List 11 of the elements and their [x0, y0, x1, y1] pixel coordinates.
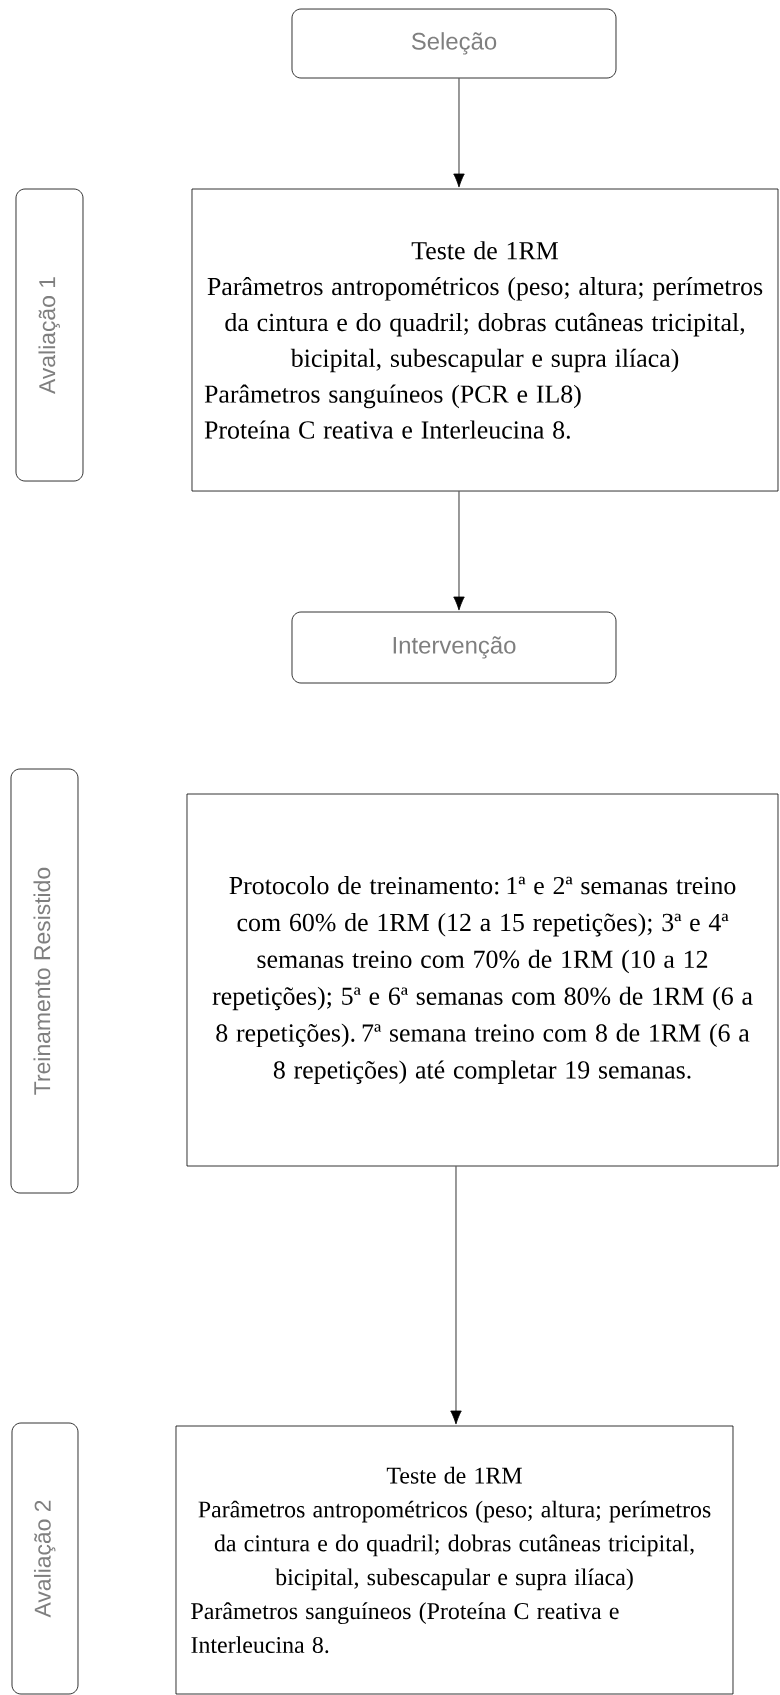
arrow — [453, 491, 465, 611]
arrow — [453, 78, 465, 188]
phase-label-box: Avaliação 2 — [11, 1422, 79, 1695]
phase-label-box: Treinamento Resistido — [10, 768, 79, 1194]
arrow — [450, 1166, 462, 1425]
step-box: Seleção — [291, 8, 617, 79]
content-box: Protocolo de treinamento: 1ª e 2ª semanas treino com 60% de 1RM (12 a 15 repetições); 3ª e 4ª semanas treino com 70% de 1RM (10 a 12 repetições); 5ª e 6ª semanas com 80% de 1RM (6 a 8 repetições). 7ª semana treino com 8 de 1RM (6 a 8 repetições) até completar 19 semanas. — [186, 793, 779, 1167]
content-box: Teste de 1RM Parâmetros antropométricos (peso; altura; perímetros da cintura e do quadril; dobras cutâneas tricipital, bicipital, subescapular e supra ilíaca) Parâmetros sanguíneos (PCR e IL8) Proteína C reativa e Interleucina 8. — [191, 188, 779, 492]
content-box: Teste de 1RM Parâmetros antropométricos (peso; altura; perímetros da cintura e do quadril; dobras cutâneas tricipital, bicipital, subescapular e supra ilíaca) Parâmetros sanguíneos (Proteína C reativa e Interleucina 8. — [175, 1425, 734, 1695]
step-box: Intervenção — [291, 611, 617, 684]
phase-label-box: Avaliação 1 — [15, 188, 84, 482]
